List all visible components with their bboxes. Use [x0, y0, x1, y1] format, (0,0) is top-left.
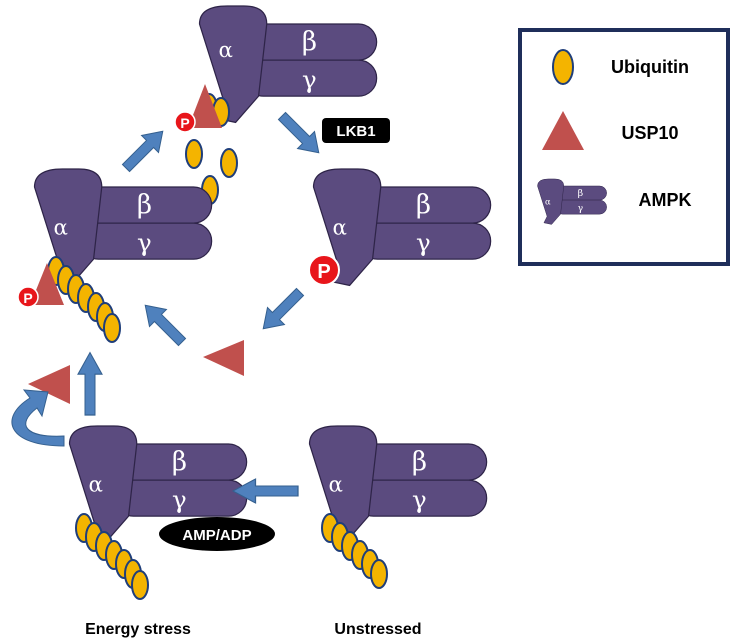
- gamma-subunit-label: γ: [412, 485, 427, 514]
- phospho-marker-right: P: [308, 254, 340, 286]
- phospho-label-right: P: [317, 261, 330, 283]
- usp10-legend-label: USP10: [621, 123, 678, 143]
- usp10-legend-icon: [542, 111, 584, 150]
- lkb1-tag: LKB1: [322, 118, 390, 143]
- ampk-complex-right: α β γ: [312, 168, 492, 287]
- beta-subunit-label: β: [412, 447, 427, 477]
- ampk-complex-energy-stress: α β γ: [68, 425, 248, 544]
- arrow-top-to-right: [273, 107, 328, 162]
- phospho-label-top: P: [180, 115, 189, 131]
- arrow-triangle-to-left: [136, 296, 191, 351]
- alpha-subunit-label: α: [545, 197, 551, 207]
- ampk-complex-unstressed: α β γ: [308, 425, 488, 544]
- gamma-subunit-label: γ: [578, 204, 583, 214]
- ampk-complex-left: α β γ: [33, 168, 213, 287]
- alpha-subunit-label: α: [333, 216, 347, 241]
- ampk-legend-icon: α β γ: [537, 178, 607, 225]
- amp-adp-label: AMP/ADP: [182, 527, 251, 544]
- ubiquitin-chain-unstressed: [321, 513, 388, 589]
- usp10-triangle-free-middle: [203, 340, 244, 376]
- lkb1-label: LKB1: [336, 123, 375, 140]
- beta-subunit-label: β: [416, 190, 431, 220]
- alpha-subunit-label: α: [54, 216, 68, 241]
- ubiquitin-legend-label: Ubiquitin: [611, 57, 689, 77]
- phospho-marker-left: P: [17, 286, 39, 308]
- legend: Ubiquitin USP10 α β γ AMPK: [518, 28, 730, 266]
- ubiquitin-chain-left: [47, 256, 121, 343]
- phospho-label-left: P: [23, 290, 32, 306]
- beta-subunit-label: β: [302, 27, 317, 57]
- phospho-marker-top: P: [174, 111, 196, 133]
- caption-unstressed: Unstressed: [334, 621, 421, 638]
- curved-arrow: [11, 389, 65, 447]
- amp-adp-tag: AMP/ADP: [159, 517, 275, 551]
- alpha-subunit-label: α: [89, 473, 103, 498]
- gamma-subunit-label: γ: [416, 228, 431, 257]
- alpha-subunit-label: α: [219, 38, 233, 63]
- beta-subunit-label: β: [137, 190, 152, 220]
- ubiquitin-chain-energy-stress: [75, 513, 149, 600]
- beta-subunit-label: β: [578, 188, 584, 199]
- ubiquitin-legend-icon: [552, 49, 574, 85]
- gamma-subunit-label: γ: [137, 228, 152, 257]
- beta-subunit-label: β: [172, 447, 187, 477]
- alpha-subunit-label: α: [329, 473, 343, 498]
- usp10-triangle-left: [30, 263, 64, 305]
- ampk-legend-label: AMPK: [639, 190, 692, 210]
- arrow-up-to-left-complex: [77, 352, 103, 416]
- caption-energy-stress: Energy stress: [85, 621, 191, 638]
- usp10-triangle-free-left: [28, 365, 70, 404]
- gamma-subunit-label: γ: [172, 485, 187, 514]
- gamma-subunit-label: γ: [302, 65, 317, 94]
- ampk-complex-top: α β γ: [198, 5, 378, 124]
- arrow-left-to-top: [117, 122, 172, 177]
- usp10-triangle-top: [188, 84, 222, 128]
- arrow-right-to-triangle: [254, 283, 309, 338]
